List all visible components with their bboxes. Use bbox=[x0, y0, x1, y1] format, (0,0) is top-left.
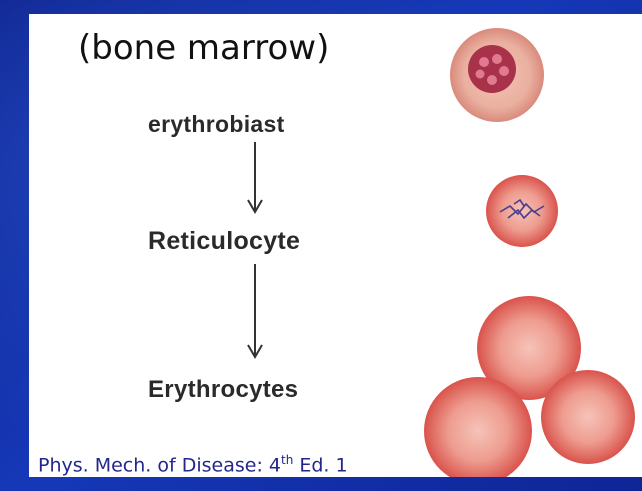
source-caption: Phys. Mech. of Disease: 4th Ed. 1 bbox=[38, 453, 348, 476]
stage-label-erythrocytes: Erythrocytes bbox=[148, 376, 298, 404]
arrow-down-icon bbox=[240, 140, 270, 216]
caption-text: Phys. Mech. of Disease: 4 bbox=[38, 454, 281, 476]
stage-label-reticulocyte: Reticulocyte bbox=[148, 227, 300, 256]
caption-superscript: th bbox=[281, 453, 293, 467]
caption-edition: Ed. 1 bbox=[293, 454, 347, 476]
diagram-title: (bone marrow) bbox=[78, 28, 329, 68]
erythroblast-cell-icon bbox=[450, 28, 544, 122]
cell-illustrations bbox=[400, 20, 642, 477]
reticulocyte-cell-icon bbox=[486, 175, 558, 247]
stage-label-erythroblast: erythrobiast bbox=[148, 111, 285, 138]
erythrocyte-cell-icon bbox=[424, 296, 635, 477]
arrow-down-icon bbox=[240, 262, 270, 362]
